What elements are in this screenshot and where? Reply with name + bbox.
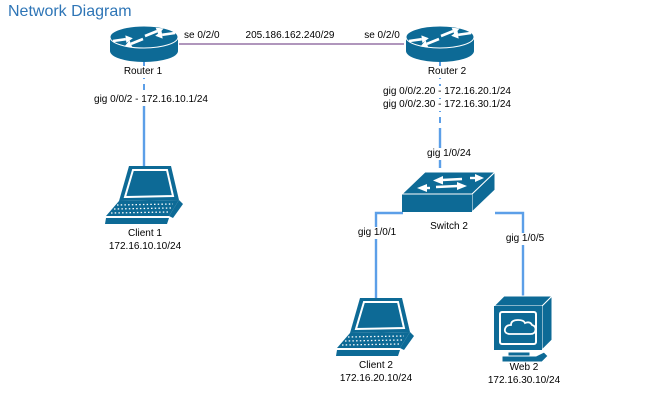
switch2-node[interactable] [402,168,496,214]
client2-node[interactable] [336,298,416,358]
router1-lan-interface-label: gig 0/0/2 - 172.16.10.1/24 [93,94,209,106]
web-server-icon [492,294,554,362]
link-port-label-router1-se: se 0/2/0 [183,30,221,42]
switch-port-gig105-label: gig 1/0/5 [504,233,546,245]
router1-label: Router 1 [122,66,164,78]
client1-ip-label: 172.16.10.10/24 [107,241,183,253]
router2-subif30-label: gig 0/0/2.30 - 172.16.30.1/24 [382,99,512,111]
laptop-icon [336,298,414,356]
link-subnet-label: 205.186.162.240/29 [244,30,336,42]
switch-port-gig101-label: gig 1/0/1 [356,227,398,239]
web2-label: Web 2 [508,362,540,374]
switch2-label: Switch 2 [429,221,469,233]
switch-icon [402,170,496,214]
router2-subif20-label: gig 0/0/2.20 - 172.16.20.1/24 [382,86,512,98]
page-title: Network Diagram [8,3,132,20]
edge-switch2-web2 [495,211,525,297]
edge-switch2-client2 [374,211,403,299]
switch-uplink-port-label: gig 1/0/24 [426,148,472,160]
router-icon [109,25,179,62]
web2-ip-label: 172.16.30.10/24 [486,375,562,387]
client2-ip-label: 172.16.20.10/24 [338,373,414,385]
link-port-label-router2-se: se 0/2/0 [363,30,401,42]
router-icon [405,25,475,62]
client1-node[interactable] [105,166,185,226]
router2-label: Router 2 [426,66,468,78]
router1-node[interactable] [108,24,180,64]
client2-label: Client 2 [358,360,394,372]
client1-label: Client 1 [127,228,163,240]
laptop-icon [105,166,183,224]
web2-node[interactable] [492,294,556,362]
router2-node[interactable] [404,24,476,64]
